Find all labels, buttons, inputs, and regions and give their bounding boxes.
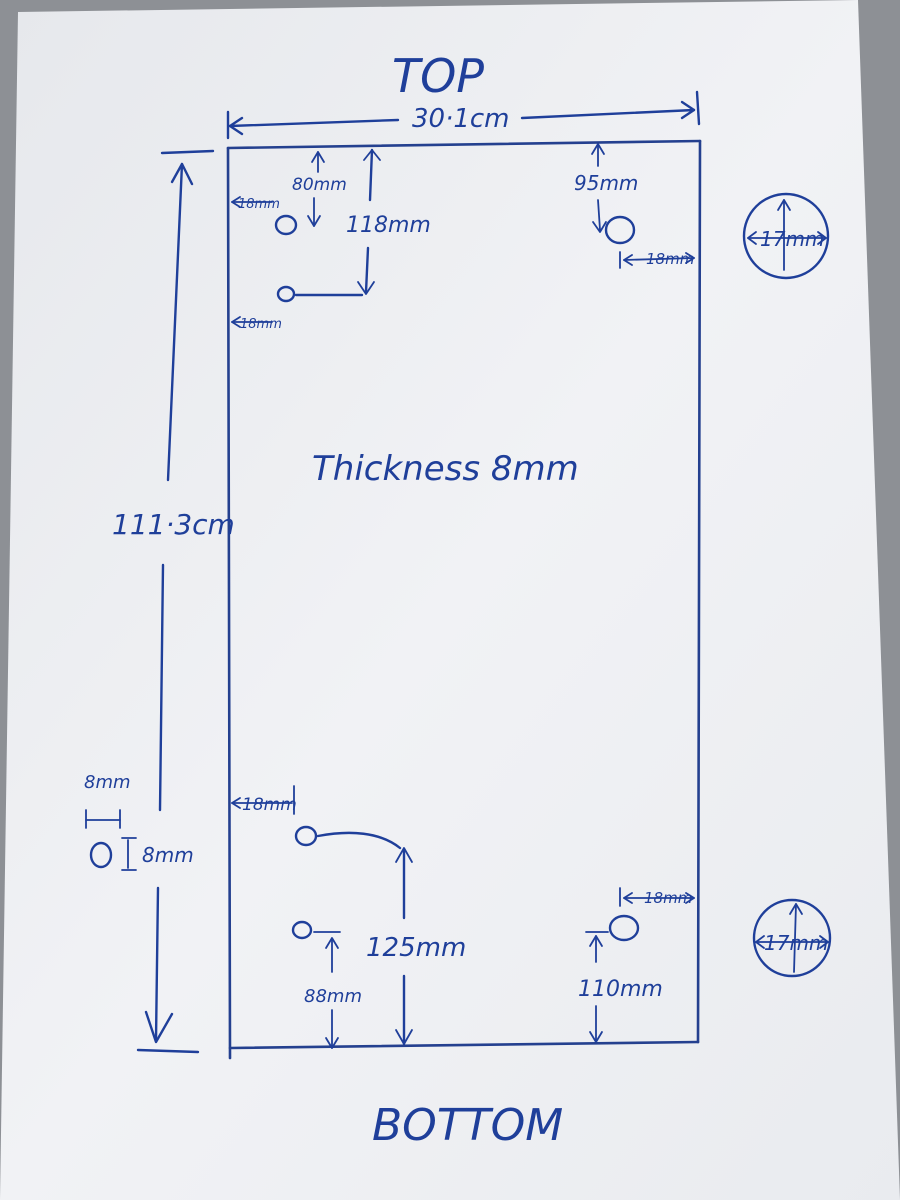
bottom-left-edge-label: 18mm bbox=[242, 795, 297, 815]
right-hole-from-top-label: 95mm bbox=[574, 171, 638, 195]
large-hole-bottom-label: 17mm bbox=[764, 931, 828, 955]
top-left-hole-group: 18mm 80mm 118mm 18mm bbox=[231, 148, 431, 332]
bottom-right-hole bbox=[608, 914, 640, 942]
upper-hole-from-top-label: 80mm bbox=[292, 175, 347, 195]
legend-hole-icon bbox=[89, 841, 113, 869]
bottom-left-hole-group: 18mm 125mm 88mm bbox=[231, 785, 466, 1049]
panel-outline bbox=[226, 139, 702, 1060]
bottom-label: BOTTOM bbox=[372, 1100, 563, 1151]
lower-hole-from-bottom-label: 88mm bbox=[304, 986, 362, 1007]
height-dimension: 111·3cm bbox=[112, 149, 235, 1054]
top-left-lower-hole bbox=[276, 285, 296, 303]
large-hole-legend-bottom: 17mm bbox=[752, 898, 832, 978]
lower-hole-from-top-label: 118mm bbox=[346, 213, 431, 238]
top-left-edge-upper-label: 18mm bbox=[238, 197, 280, 212]
top-left-edge-lower-label: 18mm bbox=[240, 317, 282, 332]
legend-height-label: 8mm bbox=[142, 843, 194, 867]
legend-width-label: 8mm bbox=[84, 772, 131, 793]
top-left-upper-hole bbox=[274, 214, 298, 236]
large-hole-top-label: 17mm bbox=[760, 227, 824, 251]
thickness-note: Thickness 8mm bbox=[312, 449, 579, 489]
bottom-right-hole-group: 18mm 110mm bbox=[578, 887, 695, 1043]
right-hole-from-bottom-label: 110mm bbox=[578, 977, 663, 1002]
width-dimension: 30·1cm bbox=[226, 90, 701, 140]
width-label: 30·1cm bbox=[412, 104, 510, 134]
bottom-left-upper-hole bbox=[294, 825, 318, 847]
upper-hole-from-bottom-label: 125mm bbox=[366, 933, 466, 963]
right-hole-from-edge-bottom-label: 18mm bbox=[644, 889, 692, 907]
small-hole-legend: 8mm 8mm bbox=[84, 772, 194, 871]
top-right-hole-group: 95mm 18mm bbox=[574, 143, 695, 269]
height-label: 111·3cm bbox=[112, 508, 235, 541]
large-hole-legend-top: 17mm bbox=[742, 192, 830, 280]
top-right-hole bbox=[604, 215, 636, 245]
bottom-left-lower-hole bbox=[291, 920, 313, 940]
top-label: TOP bbox=[392, 49, 484, 103]
right-hole-from-edge-top-label: 18mm bbox=[646, 250, 694, 268]
